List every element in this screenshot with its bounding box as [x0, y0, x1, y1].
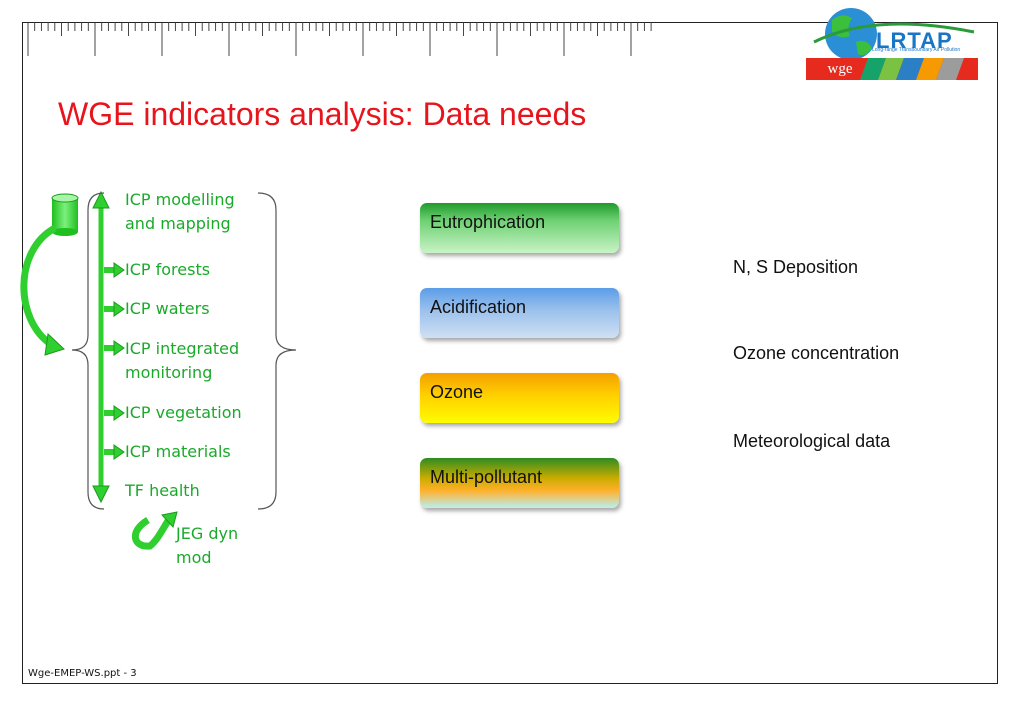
- wge-tag: wge: [827, 61, 853, 77]
- right-arrow-icon: [104, 405, 125, 421]
- right-arrow-icon: [104, 301, 125, 317]
- icp-diagram: [20, 190, 297, 550]
- database-icon: [51, 193, 79, 236]
- icp-label-integrated: ICP integrated monitoring: [125, 339, 240, 382]
- jeg-arrow-icon: [132, 511, 178, 550]
- footer-text: Wge-EMEP-WS.ppt - 3: [28, 668, 137, 679]
- effect-box-multi-pollutant: Multi-pollutant: [420, 458, 619, 508]
- effect-box-eutrophication: Eutrophication: [420, 203, 619, 253]
- vertical-double-arrow-icon: [92, 190, 110, 504]
- right-brace: [257, 192, 297, 510]
- icp-label-modelling: ICP modelling and mapping: [125, 190, 235, 233]
- left-brace: [71, 192, 105, 510]
- effect-box-ozone: Ozone: [420, 373, 619, 423]
- ruler: [27, 22, 652, 56]
- lrtap-logo: [806, 8, 978, 80]
- curved-arrow-icon: [20, 224, 65, 356]
- icp-label-forests: ICP forests: [125, 260, 211, 279]
- slide-title: WGE indicators analysis: Data needs: [58, 96, 587, 132]
- icp-label-vegetation: ICP vegetation: [125, 403, 242, 422]
- effect-box-acidification: Acidification: [420, 288, 619, 338]
- right-arrow-icon: [104, 340, 125, 356]
- icp-label-waters: ICP waters: [125, 299, 210, 318]
- jeg-label: JEG dyn mod: [176, 524, 239, 567]
- icp-label-health: TF health: [125, 481, 200, 500]
- right-arrow-icon: [104, 262, 125, 278]
- data-need-meteorology: Meteorological data: [733, 431, 891, 451]
- logo-name: LRTAP: [876, 28, 953, 53]
- logo-tagline: Long-range Transboundary Air Pollution: [872, 47, 961, 53]
- icp-label-materials: ICP materials: [125, 442, 231, 461]
- data-need-ozone: Ozone concentration: [733, 343, 900, 363]
- right-arrow-icon: [104, 444, 125, 460]
- data-need-deposition: N, S Deposition: [733, 257, 859, 277]
